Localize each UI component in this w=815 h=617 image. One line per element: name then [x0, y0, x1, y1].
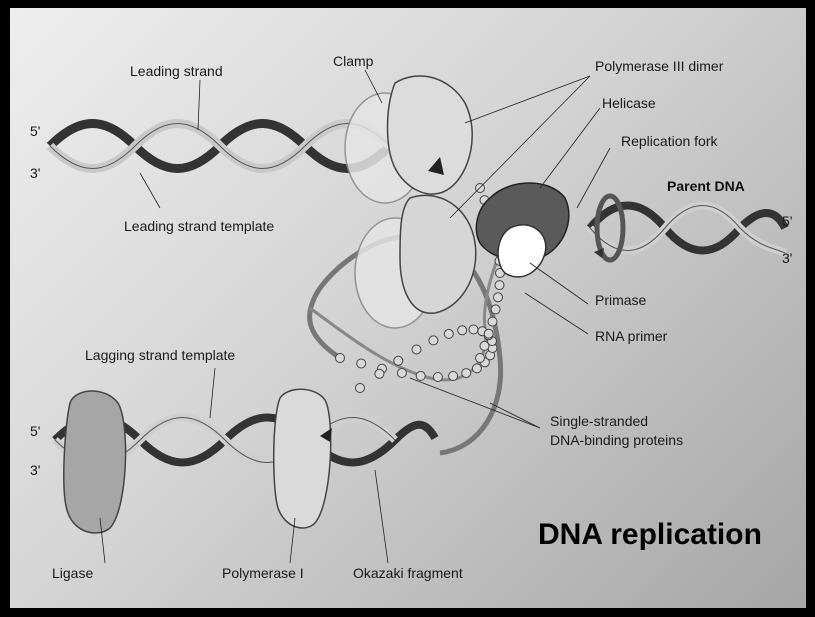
label-leading-strand: Leading strand — [130, 63, 223, 79]
polymerase-i-protein — [274, 389, 332, 528]
ssb-bead — [458, 326, 467, 335]
label-polymerase-iii-dimer: Polymerase III dimer — [595, 58, 724, 74]
label-ssb-line1: Single-stranded — [550, 413, 648, 429]
ssb-bead — [494, 293, 503, 302]
label-bottom-3-prime: 3' — [30, 462, 40, 478]
ssb-bead — [449, 372, 458, 381]
label-lagging-strand-template: Lagging strand template — [85, 347, 235, 363]
label-primase: Primase — [595, 292, 647, 308]
ssb-bead — [416, 371, 425, 380]
ssb-bead — [336, 354, 345, 363]
ssb-bead — [412, 345, 421, 354]
label-polymerase-i: Polymerase I — [222, 565, 304, 581]
dna-replication-diagram: Leading strand Clamp Polymerase III dime… — [10, 8, 806, 608]
ssb-bead — [469, 325, 478, 334]
ligase-protein — [64, 391, 126, 533]
ssb-bead — [472, 364, 481, 373]
label-bottom-5-prime: 5' — [30, 423, 40, 439]
ssb-bead — [480, 341, 489, 350]
ssb-bead — [491, 305, 500, 314]
unwinding-arrow — [594, 196, 623, 260]
label-replication-fork: Replication fork — [621, 133, 718, 149]
ssb-bead — [433, 373, 442, 382]
label-right-5-prime: 5' — [782, 213, 792, 229]
label-rna-primer: RNA primer — [595, 328, 668, 344]
diagram-panel: Leading strand Clamp Polymerase III dime… — [10, 8, 806, 608]
label-ligase: Ligase — [52, 565, 93, 581]
leading-strand-helix — [50, 124, 390, 169]
label-okazaki-fragment: Okazaki fragment — [353, 565, 463, 581]
label-clamp: Clamp — [333, 53, 374, 69]
diagram-title: DNA replication — [538, 518, 762, 551]
ssb-bead — [394, 356, 403, 365]
ssb-bead — [476, 354, 485, 363]
label-helicase: Helicase — [602, 95, 656, 111]
label-parent-dna: Parent DNA — [667, 178, 745, 194]
ssb-bead — [356, 384, 365, 393]
label-right-3-prime: 3' — [782, 250, 792, 266]
ssb-bead — [397, 369, 406, 378]
ssb-bead — [488, 317, 497, 326]
label-top-5-prime: 5' — [30, 123, 40, 139]
ssb-bead — [484, 329, 493, 338]
ssb-bead — [495, 281, 504, 290]
label-leading-strand-template: Leading strand template — [124, 218, 274, 234]
ssb-bead — [429, 336, 438, 345]
ssb-bead — [462, 369, 471, 378]
ssb-bead — [357, 359, 366, 368]
ssb-bead — [444, 329, 453, 338]
label-top-3-prime: 3' — [30, 165, 40, 181]
ssb-bead — [375, 369, 384, 378]
label-ssb-line2: DNA-binding proteins — [550, 432, 683, 448]
